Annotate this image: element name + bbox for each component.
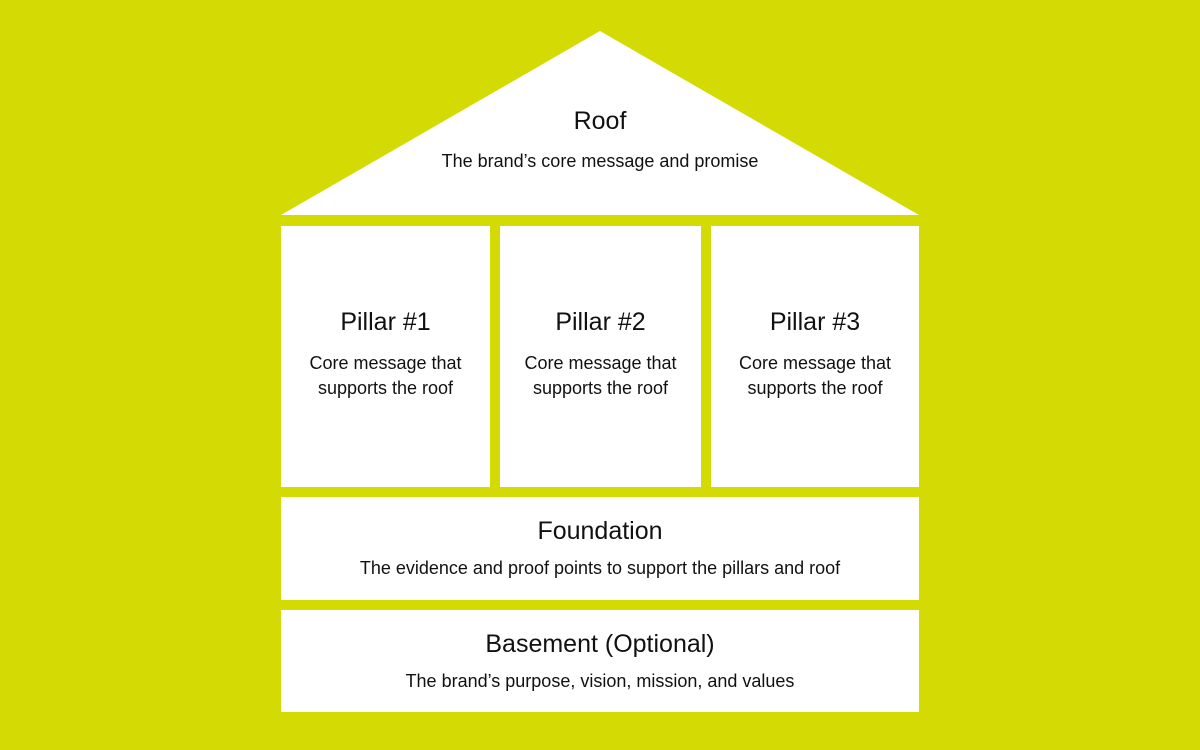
pillar-1: Pillar #1 Core message that supports the… xyxy=(281,226,490,487)
basement-section: Basement (Optional) The brand’s purpose,… xyxy=(281,610,919,712)
roof-title: Roof xyxy=(573,107,627,135)
pillar-1-title: Pillar #1 xyxy=(340,308,431,336)
pillar-3: Pillar #3 Core message that supports the… xyxy=(711,226,919,487)
foundation-section: Foundation The evidence and proof points… xyxy=(281,497,919,600)
basement-title: Basement (Optional) xyxy=(485,630,715,658)
pillar-3-title: Pillar #3 xyxy=(769,308,861,336)
pillar-1-description: Core message that supports the roof xyxy=(309,353,462,398)
pillar-3-description: Core message that supports the roof xyxy=(738,353,892,398)
pillar-2: Pillar #2 Core message that supports the… xyxy=(500,226,701,487)
pillar-2-title: Pillar #2 xyxy=(555,308,646,336)
basement-description: The brand’s purpose, vision, mission, an… xyxy=(405,671,795,691)
roof-description: The brand’s core message and promise xyxy=(441,151,759,171)
foundation-description: The evidence and proof points to support… xyxy=(359,558,841,578)
pillar-2-description: Core message that supports the roof xyxy=(524,353,677,398)
foundation-title: Foundation xyxy=(537,517,663,545)
roof-triangle-shape xyxy=(281,31,919,215)
roof-section: Roof The brand’s core message and promis… xyxy=(281,31,919,215)
